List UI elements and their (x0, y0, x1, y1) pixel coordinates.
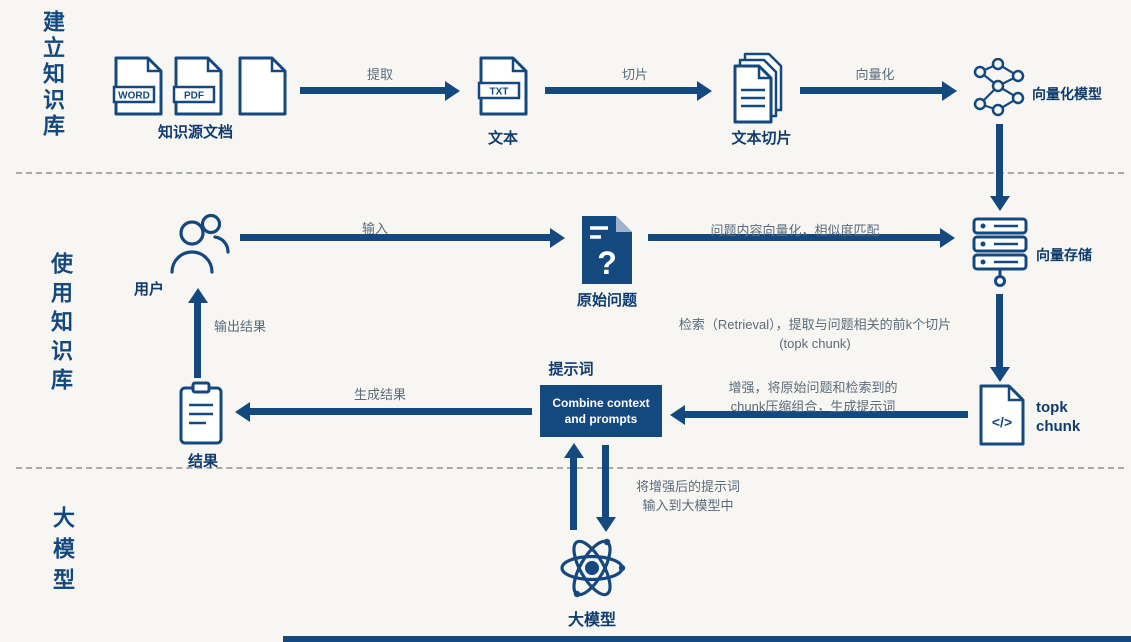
pdf-document-icon: PDF (172, 56, 223, 116)
prompt-title: 提示词 (548, 361, 594, 378)
vector-store-label: 向量存储 (1036, 247, 1092, 263)
embedding-model-label: 向量化模型 (1032, 86, 1102, 102)
question-label: 原始问题 (576, 292, 637, 309)
arrow-retrieval (996, 294, 1003, 367)
text-label: 文本 (487, 130, 518, 147)
question-mark-glyph: ? (597, 245, 617, 281)
arrow-generate (250, 408, 532, 415)
slice-edge-label: 切片 (621, 67, 648, 82)
arrow-output (194, 303, 201, 378)
feed-llm-edge-label: 将增强后的提示词 输入到大模型中 (635, 479, 740, 513)
combine-context-box: Combine context and prompts (540, 385, 662, 437)
section-label-build-kb: 建立知识库 (40, 10, 65, 140)
arrow-match (648, 234, 940, 241)
vector-store-icon (972, 217, 1028, 287)
word-badge: WORD (118, 91, 150, 102)
generate-edge-label: 生成结果 (353, 387, 406, 402)
chunks-label: 文本切片 (731, 130, 792, 147)
embedding-model-icon (973, 58, 1025, 117)
result-clipboard-icon (179, 381, 223, 445)
extract-edge-label: 提取 (366, 67, 393, 82)
section-label-use-kb: 使用知识库 (48, 252, 73, 397)
topk-chunk-icon: </> (979, 384, 1025, 446)
arrow-prompt-to-llm (602, 445, 609, 517)
arrow-slice (545, 87, 697, 94)
blank-document-icon (238, 56, 287, 116)
arrow-vectorize (800, 87, 942, 94)
code-glyph: </> (992, 414, 1012, 430)
bottom-accent-bar (283, 636, 1131, 642)
input-edge-label: 输入 (361, 221, 388, 236)
arrow-input (240, 234, 550, 241)
augment-edge-label: 增强，将原始问题和检索到的 chunk压缩组合，生成提示词 (728, 380, 898, 414)
output-edge-label: 输出结果 (213, 319, 266, 334)
topk-chunk-label: topk chunk (1036, 399, 1081, 435)
llm-atom-icon (560, 538, 626, 598)
section-label-llm: 大模型 (50, 506, 75, 599)
txt-document-icon: TXT (477, 56, 528, 116)
llm-label: 大模型 (567, 612, 616, 629)
result-label: 结果 (187, 453, 218, 470)
arrow-extract (300, 87, 445, 94)
arrow-augment (685, 411, 968, 418)
text-chunks-icon (733, 52, 783, 124)
arrow-model-to-store (996, 124, 1003, 196)
source-docs-label: 知识源文档 (157, 124, 233, 141)
word-document-icon: WORD (112, 56, 163, 116)
user-label: 用户 (133, 281, 164, 298)
arrow-llm-to-prompt (570, 458, 577, 530)
section-divider-top (16, 172, 1124, 174)
match-edge-label: 问题内容向量化，相似度匹配 (710, 223, 880, 238)
pdf-badge: PDF (184, 91, 204, 102)
txt-badge: TXT (490, 87, 509, 98)
user-icon (170, 213, 230, 274)
question-doc-icon: ? (582, 216, 632, 284)
vectorize-edge-label: 向量化 (855, 67, 895, 82)
retrieval-edge-label: 检索（Retrieval），提取与问题相关的前k个切片 (topk chunk) (678, 317, 952, 351)
